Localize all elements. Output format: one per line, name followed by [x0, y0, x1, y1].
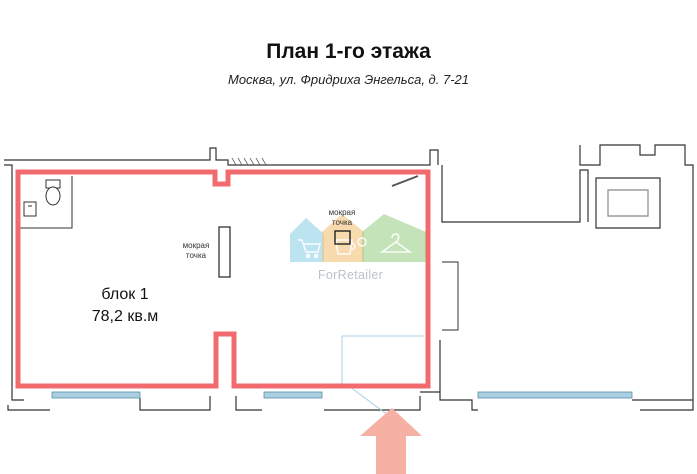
wet-point-label-2: мокрая точка	[328, 208, 356, 227]
entrance-lines	[341, 335, 424, 419]
building-walls	[4, 144, 694, 411]
hatched-wall	[231, 157, 267, 166]
cart-icon	[290, 218, 324, 262]
wet-point-label-1: мокрая точка	[182, 241, 210, 260]
door	[391, 175, 419, 187]
cup-icon	[322, 214, 364, 262]
windows	[51, 391, 633, 399]
toilet-icon	[45, 179, 61, 206]
entrance-arrow-icon	[360, 408, 422, 474]
watermark-logo	[290, 214, 426, 262]
plan-address: Москва, ул. Фридриха Энгельса, д. 7-21	[228, 72, 469, 87]
bathroom	[20, 176, 73, 229]
wet-point-marker-2	[334, 230, 351, 245]
wet-point-marker-1	[218, 226, 231, 278]
sink-icon	[23, 201, 37, 217]
watermark-text: ForRetailer	[318, 268, 384, 282]
plan-title: План 1-го этажа	[266, 40, 431, 63]
hanger-icon	[362, 214, 426, 262]
block-name: блок 1	[101, 286, 149, 303]
block-outline	[15, 169, 431, 389]
block-label: блок 1 78,2 кв.м	[60, 284, 190, 328]
block-area: 78,2 кв.м	[91, 308, 159, 325]
